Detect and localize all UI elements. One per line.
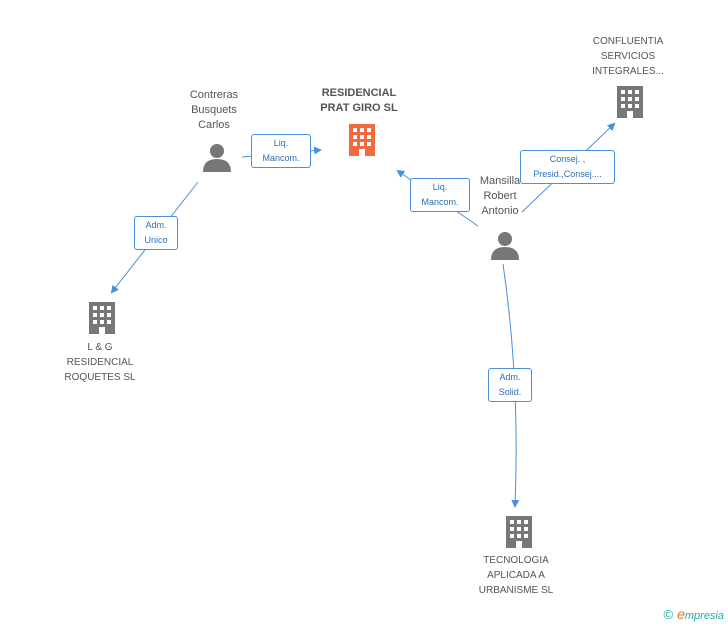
brand-e-logo: e: [677, 606, 685, 622]
person-contreras-line1: Contreras: [189, 89, 239, 101]
company-tecnologia-building-icon[interactable]: [503, 514, 535, 550]
company-lg-line2: RESIDENCIAL: [66, 357, 134, 368]
brand-name: mpresia: [684, 610, 724, 622]
person-contreras-line3: Carlos: [198, 119, 230, 131]
person-mansilla-line1: Mansilla: [479, 175, 521, 187]
edge-label-mansilla-tecnologia[interactable]: Adm. Solid.: [488, 368, 532, 402]
company-tecnologia-line1: TECNOLOGIA: [483, 555, 549, 566]
edge-label-mansilla-main-line2: Mancom.: [421, 197, 459, 207]
edge-label-mansilla-tecnologia-line2: Solid.: [498, 387, 522, 397]
person-contreras-line2: Busquets: [191, 104, 237, 116]
company-tecnologia-line3: URBANISME SL: [478, 585, 554, 596]
company-confluentia-line1: CONFLUENTIA: [592, 36, 664, 47]
company-confluentia-line3: INTEGRALES...: [592, 66, 664, 77]
edge-label-contreras-main[interactable]: Liq. Mancom.: [251, 134, 311, 168]
edge-label-contreras-lg-line2: Unico: [144, 235, 168, 245]
edge-label-mansilla-confluentia-line2: Presid.,Consej....: [533, 169, 602, 179]
edge-label-contreras-main-line1: Liq.: [273, 138, 289, 148]
person-mansilla-line2: Robert: [483, 190, 517, 202]
copyright-symbol: ©: [663, 607, 674, 622]
empresia-brand[interactable]: ©empresia: [663, 606, 724, 622]
edge-label-contreras-lg-line1: Adm.: [145, 220, 167, 230]
company-tecnologia-line2: APLICADA A: [487, 570, 545, 581]
person-mansilla-label: Mansilla Robert Antonio: [460, 174, 540, 219]
company-confluentia-line2: SERVICIOS: [600, 51, 656, 62]
edge-label-contreras-lg[interactable]: Adm. Unico: [134, 216, 178, 250]
company-tecnologia-label: TECNOLOGIA APLICADA A URBANISME SL: [466, 553, 566, 598]
edge-label-contreras-main-line2: Mancom.: [262, 153, 300, 163]
company-lg-label: L & G RESIDENCIAL ROQUETES SL: [50, 340, 150, 385]
edge-label-mansilla-confluentia[interactable]: Consej. , Presid.,Consej....: [520, 150, 615, 184]
person-mansilla-icon[interactable]: [490, 230, 520, 260]
company-confluentia-building-icon[interactable]: [614, 84, 646, 120]
edge-label-mansilla-confluentia-line1: Consej. ,: [549, 154, 586, 164]
company-lg-line1: L & G: [87, 342, 113, 353]
edge-label-mansilla-tecnologia-line1: Adm.: [499, 372, 521, 382]
company-lg-building-icon[interactable]: [86, 300, 118, 336]
edge-label-mansilla-main[interactable]: Liq. Mancom.: [410, 178, 470, 212]
main-company-label: RESIDENCIAL PRAT GIRO SL: [305, 86, 413, 116]
company-confluentia-label: CONFLUENTIA SERVICIOS INTEGRALES...: [572, 34, 684, 79]
main-company-name-line2: PRAT GIRO SL: [320, 102, 398, 114]
person-contreras-label: Contreras Busquets Carlos: [164, 88, 264, 133]
company-lg-line3: ROQUETES SL: [64, 372, 136, 383]
person-mansilla-line3: Antonio: [481, 205, 519, 217]
main-company-building-icon[interactable]: [346, 122, 378, 158]
edge-label-mansilla-main-line1: Liq.: [432, 182, 448, 192]
main-company-name-line1: RESIDENCIAL: [321, 87, 397, 99]
person-contreras-icon[interactable]: [202, 142, 232, 172]
